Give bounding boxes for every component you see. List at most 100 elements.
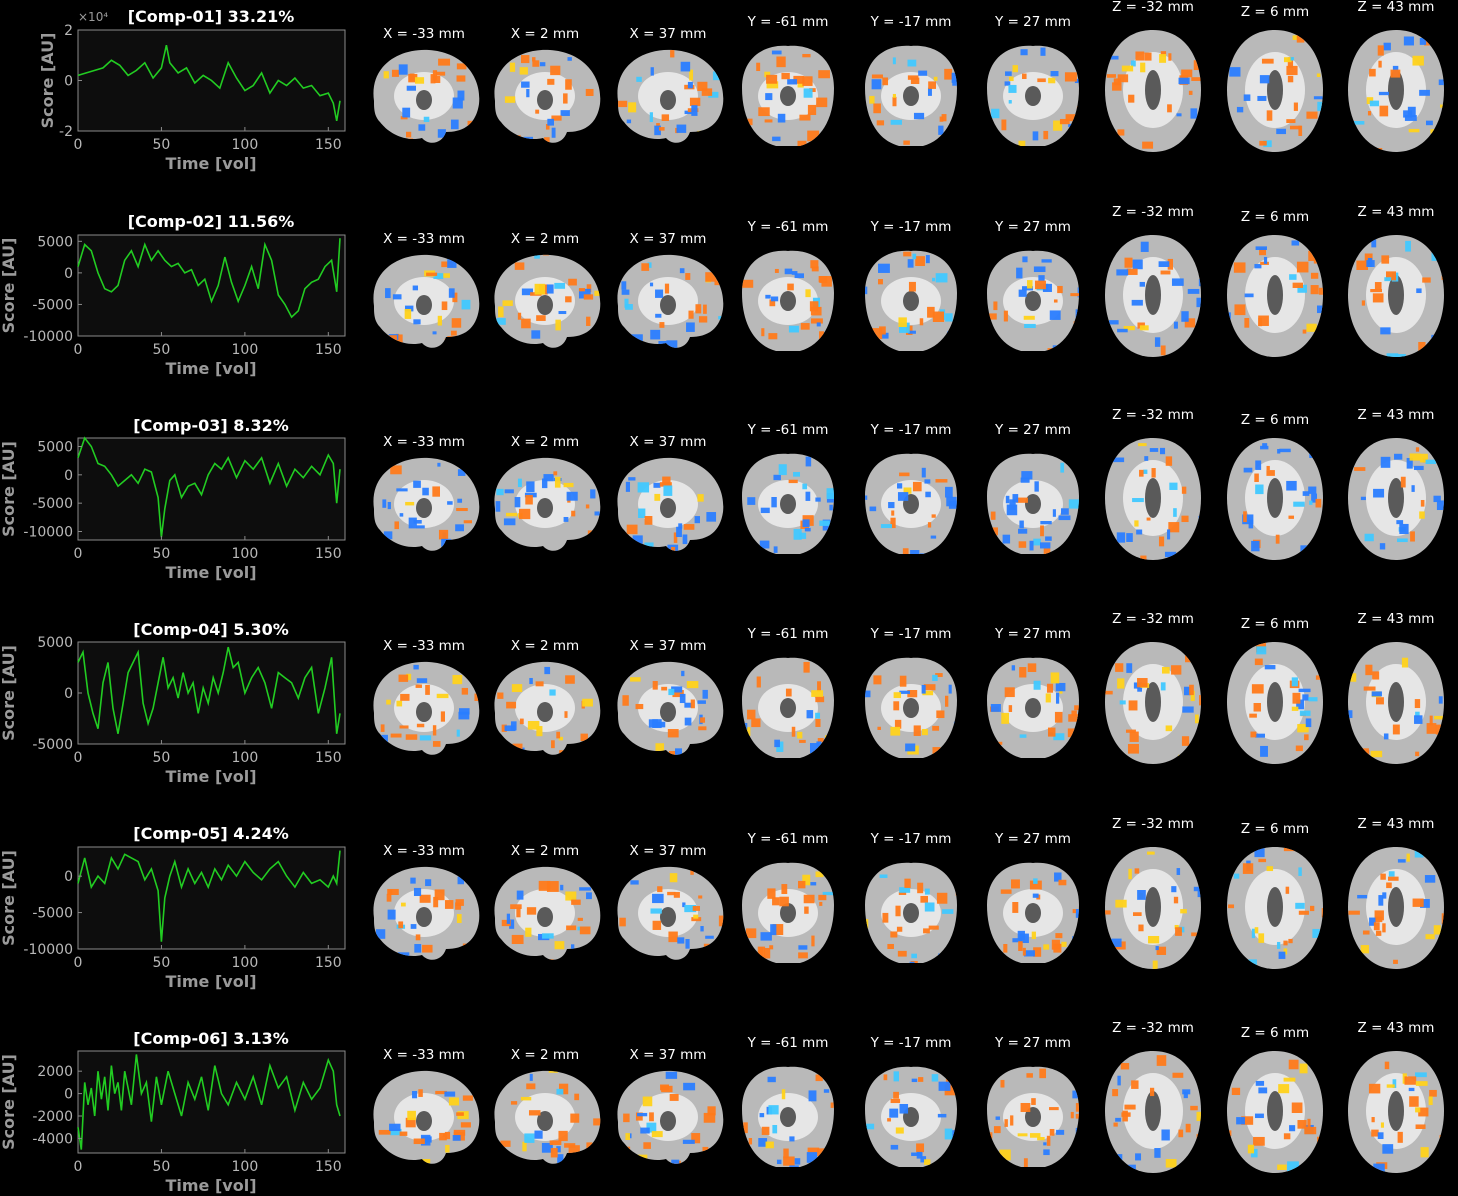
ventricle bbox=[1025, 291, 1041, 311]
activation-cluster bbox=[1113, 78, 1121, 86]
slice-coordinate-label: X = -33 mm bbox=[383, 434, 465, 450]
activation-cluster bbox=[1414, 1072, 1427, 1078]
activation-cluster bbox=[549, 689, 556, 696]
activation-cluster bbox=[1446, 1125, 1451, 1130]
x-tick-label: 0 bbox=[74, 750, 83, 766]
activation-cluster bbox=[1008, 705, 1013, 712]
activation-cluster bbox=[1059, 118, 1070, 125]
activation-cluster bbox=[1139, 281, 1146, 287]
slice-coordinate-label: X = 2 mm bbox=[511, 231, 579, 247]
activation-cluster bbox=[922, 690, 934, 696]
y-axis-label: Score [AU] bbox=[0, 850, 18, 946]
activation-cluster bbox=[807, 104, 817, 116]
activation-cluster bbox=[925, 491, 931, 498]
activation-cluster bbox=[691, 105, 698, 116]
activation-cluster bbox=[756, 62, 761, 72]
activation-cluster bbox=[879, 874, 888, 878]
activation-cluster bbox=[768, 333, 778, 340]
activation-cluster bbox=[1196, 1111, 1201, 1122]
slice-detail bbox=[1348, 657, 1444, 764]
activation-cluster bbox=[890, 1144, 899, 1150]
activation-cluster bbox=[921, 467, 926, 478]
activation-cluster bbox=[925, 255, 930, 264]
ventricle bbox=[537, 90, 553, 110]
activation-cluster bbox=[826, 945, 834, 951]
activation-cluster bbox=[543, 474, 554, 482]
brain-slice-axial: Z = 6 mm bbox=[1227, 209, 1323, 357]
activation-cluster bbox=[956, 112, 957, 117]
activation-cluster bbox=[509, 62, 516, 72]
activation-cluster bbox=[811, 935, 815, 947]
activation-cluster bbox=[918, 70, 928, 76]
activation-cluster bbox=[682, 902, 686, 908]
activation-cluster bbox=[1404, 115, 1417, 121]
activation-cluster bbox=[908, 330, 916, 334]
activation-cluster bbox=[1377, 45, 1384, 56]
activation-cluster bbox=[448, 1097, 460, 1106]
activation-cluster bbox=[830, 1102, 834, 1108]
activation-cluster bbox=[712, 71, 722, 81]
activation-cluster bbox=[452, 292, 458, 303]
activation-cluster bbox=[661, 686, 668, 691]
activation-cluster bbox=[635, 1154, 648, 1163]
slice-detail bbox=[1354, 447, 1444, 550]
activation-cluster bbox=[460, 1122, 471, 1128]
activation-cluster bbox=[438, 529, 449, 540]
activation-cluster bbox=[406, 131, 412, 138]
slice-detail bbox=[1109, 241, 1201, 356]
slice-detail bbox=[988, 1068, 1079, 1167]
activation-cluster bbox=[904, 878, 911, 888]
activation-cluster bbox=[955, 887, 957, 896]
activation-cluster bbox=[1419, 89, 1430, 96]
activation-cluster bbox=[890, 119, 902, 125]
activation-cluster bbox=[579, 887, 592, 891]
activation-cluster bbox=[1382, 892, 1387, 899]
activation-cluster bbox=[1132, 259, 1143, 270]
activation-cluster bbox=[1168, 53, 1172, 61]
activation-cluster bbox=[685, 273, 691, 280]
activation-cluster bbox=[1159, 54, 1167, 63]
activation-cluster bbox=[1126, 663, 1133, 673]
activation-cluster bbox=[865, 919, 869, 929]
activation-cluster bbox=[1357, 894, 1368, 899]
activation-cluster bbox=[946, 496, 957, 507]
activation-cluster bbox=[563, 93, 568, 104]
activation-cluster bbox=[676, 124, 687, 133]
ventricle bbox=[537, 702, 553, 722]
brain-slice-sagittal: X = 37 mm bbox=[617, 231, 724, 348]
y-tick-label: -5000 bbox=[32, 906, 73, 922]
activation-cluster bbox=[837, 704, 847, 715]
brain-slice-sagittal: X = 37 mm bbox=[617, 1047, 724, 1164]
activation-cluster bbox=[1406, 457, 1413, 469]
activation-cluster bbox=[389, 335, 397, 341]
activation-cluster bbox=[1057, 285, 1063, 294]
activation-cluster bbox=[511, 684, 523, 693]
activation-cluster bbox=[416, 525, 425, 529]
brain-slice-sagittal: X = 37 mm bbox=[617, 843, 724, 960]
activation-cluster bbox=[671, 686, 683, 693]
activation-cluster bbox=[1072, 909, 1076, 914]
activation-cluster bbox=[1040, 520, 1052, 525]
activation-cluster bbox=[652, 719, 662, 729]
activation-cluster bbox=[907, 75, 919, 80]
activation-cluster bbox=[1140, 241, 1149, 252]
activation-cluster bbox=[636, 76, 642, 82]
activation-cluster bbox=[1002, 534, 1011, 544]
activation-cluster bbox=[1178, 77, 1190, 85]
activation-cluster bbox=[1031, 1098, 1036, 1105]
activation-cluster bbox=[703, 943, 710, 949]
activation-cluster bbox=[946, 536, 955, 546]
activation-cluster bbox=[1403, 110, 1413, 118]
activation-cluster bbox=[397, 952, 410, 960]
activation-cluster bbox=[1276, 128, 1287, 135]
activation-cluster bbox=[510, 904, 522, 910]
activation-cluster bbox=[558, 1130, 568, 1142]
activation-cluster bbox=[1287, 75, 1294, 83]
activation-cluster bbox=[876, 120, 885, 126]
activation-cluster bbox=[550, 65, 561, 76]
activation-cluster bbox=[521, 288, 533, 296]
activation-cluster bbox=[996, 741, 1003, 745]
activation-cluster bbox=[462, 1095, 473, 1101]
activation-cluster bbox=[767, 888, 776, 899]
activation-cluster bbox=[456, 507, 468, 512]
